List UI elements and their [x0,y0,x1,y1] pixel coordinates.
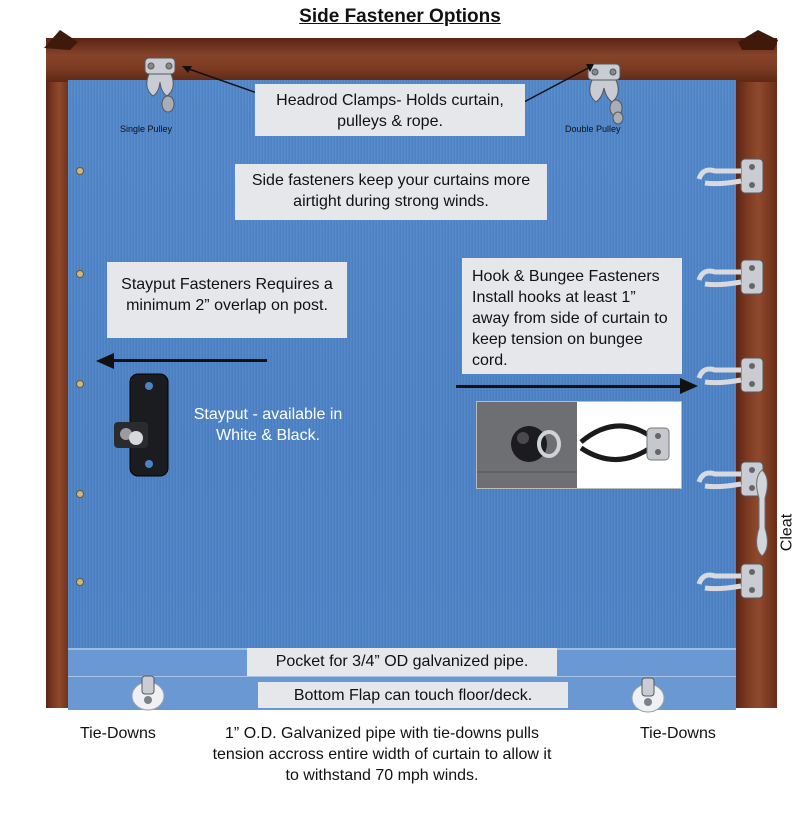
grommet [76,380,84,388]
tie-downs-left-label: Tie-Downs [80,725,156,742]
bungee-ball-icon [477,402,670,488]
stayput-requirement-label: Stayput Fasteners Requires a minimum 2” … [107,262,347,338]
tie-downs-right-label: Tie-Downs [640,725,716,742]
diagram-title: Side Fastener Options [299,6,501,27]
hook-fastener-icon [696,563,764,599]
beam-left-cap [44,30,78,50]
hook-bungee-photo [476,401,682,489]
side-fasteners-label: Side fasteners keep your curtains more a… [235,164,547,220]
double-pulley-clamp-icon [587,63,624,125]
hook-fastener-icon [696,158,764,194]
tie-down-icon [631,677,665,713]
cleat-icon [756,469,768,557]
stayput-availability-label: Stayput - available in White & Black. [193,406,343,444]
left-arrow-shaft [110,359,267,362]
bottom-flap-label: Bottom Flap can touch floor/deck. [258,682,568,708]
galvanized-pipe-label: 1” O.D. Galvanized pipe with tie-downs p… [212,725,552,784]
cleat-label: Cleat [778,513,796,552]
stayput-fastener-icon [114,373,169,477]
beam-right-cap [738,30,778,50]
grommet [76,270,84,278]
hook-bungee-label: Hook & Bungee Fasteners Install hooks at… [462,258,682,374]
right-arrow-shaft [456,385,682,388]
double-pulley-label: Double Pulley [565,124,621,134]
single-pulley-clamp-icon [144,57,176,113]
tie-down-icon [131,675,165,711]
left-post [46,40,70,708]
left-arrow-head [96,353,114,369]
grommet [76,490,84,498]
right-arrow-head [680,378,698,394]
grommet [76,578,84,586]
headrod-label: Headrod Clamps- Holds curtain, pulleys &… [255,84,525,136]
bottom-flap-line [68,676,736,677]
single-pulley-label: Single Pulley [120,124,173,134]
grommet [76,167,84,175]
pocket-label: Pocket for 3/4” OD galvanized pipe. [247,648,557,676]
headrod-pointer-lines [182,64,594,103]
hook-fastener-icon [696,259,764,295]
hook-fastener-icon [696,357,764,393]
